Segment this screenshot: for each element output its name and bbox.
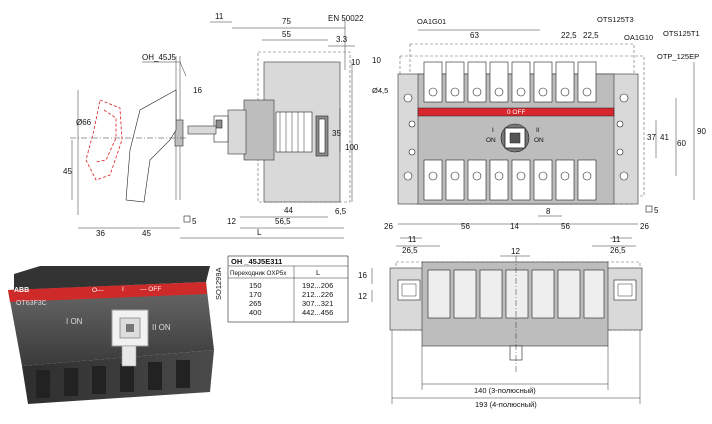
label-on-right: ON <box>534 137 544 144</box>
label-ots125t1: OTS125T1 <box>663 29 700 38</box>
dim-55: 55 <box>282 30 291 39</box>
table-row-3-b: 442...456 <box>302 308 333 317</box>
photo-model: OT63F3C <box>16 300 47 307</box>
dim-box-5: 5 <box>192 217 197 226</box>
dim-45-horizontal: 45 <box>142 229 151 238</box>
dim-35: 35 <box>332 129 341 138</box>
photo-o-label: O— <box>92 287 104 294</box>
photo-brand: ABB <box>14 287 29 294</box>
label-on-left: ON <box>486 137 496 144</box>
table-row-2-a: 265 <box>249 299 262 308</box>
product-photo: ABB OT63F3C O— I — OFF I ON II ON <box>8 266 214 404</box>
handle-side <box>125 89 177 203</box>
label-hole-diameter: Ø4,5 <box>372 86 388 95</box>
dim-45-vertical: 45 <box>63 167 72 176</box>
dim-90: 90 <box>697 127 706 136</box>
dim-10-front: 10 <box>372 56 381 65</box>
label-i-left: I <box>492 127 494 134</box>
table-row-3-a: 400 <box>249 308 262 317</box>
dim-26-5-right: 26,5 <box>610 246 626 255</box>
dim-8: 8 <box>546 207 551 216</box>
terminal-row-top <box>423 61 597 103</box>
photo-i-label: I <box>122 286 124 293</box>
dim-16: 16 <box>193 86 202 95</box>
table-col2-header: L <box>316 268 320 277</box>
bottom-view: 12 16 12 140 (3-полюсный) 193 (4-полюсны… <box>358 247 643 409</box>
red-label-stripe <box>417 107 615 117</box>
table-code: SO1299A <box>214 267 223 300</box>
photo-i-on: I ON <box>66 317 83 326</box>
dim-16-bottom: 16 <box>358 271 367 280</box>
dim-11-top: 11 <box>215 12 224 21</box>
dim-d66: Ø66 <box>76 118 92 127</box>
off-label-front: 0 OFF <box>507 109 525 116</box>
dim-37: 37 <box>647 133 656 142</box>
dim-6-5: 6,5 <box>335 207 347 216</box>
table-row-1-a: 170 <box>249 290 262 299</box>
dim-100: 100 <box>345 143 359 152</box>
label-ots125t3: OTS125T3 <box>597 15 634 24</box>
dim-11-left: 11 <box>408 235 417 244</box>
dim-36: 36 <box>96 229 105 238</box>
dim-56-left: 56 <box>461 222 470 231</box>
dim-75: 75 <box>282 17 291 26</box>
table-row-0-a: 150 <box>249 281 262 290</box>
dim-44: 44 <box>284 206 293 215</box>
label-oa1g10: OA1G10 <box>624 33 653 42</box>
label-otp125ep: OTP_125EP <box>657 52 699 61</box>
table-col1-header: Переходник OXP5x <box>230 270 287 277</box>
dim-56-5: 56,5 <box>275 217 291 226</box>
dim-11-right: 11 <box>612 235 621 244</box>
en-50022-label: EN 50022 <box>328 14 364 23</box>
dim-12: 12 <box>227 217 236 226</box>
label-oa1g01: OA1G01 <box>417 17 446 26</box>
dim-26-right: 26 <box>640 222 649 231</box>
dim-26-left: 26 <box>384 222 393 231</box>
photo-off-label: — OFF <box>140 286 161 293</box>
dim-56-right: 56 <box>561 222 570 231</box>
dim-box-5-front: 5 <box>654 206 659 215</box>
table-title: OH _45J5E311 <box>231 257 282 266</box>
dim-26-5-left: 26,5 <box>402 246 418 255</box>
photo-ii-on: II ON <box>152 323 171 332</box>
side-view: 11 75 EN 50022 55 3.3 10 <box>63 12 364 239</box>
width-193-label: 193 (4-полюсный) <box>475 400 537 409</box>
dim-10: 10 <box>351 58 360 67</box>
dim-22-5-a: 22,5 <box>561 31 577 40</box>
dim-60: 60 <box>677 139 686 148</box>
dim-3-3: 3.3 <box>336 35 348 44</box>
table-row-1-b: 212...226 <box>302 290 333 299</box>
label-ii-right: II <box>536 127 540 134</box>
table-row-0-b: 192...206 <box>302 281 333 290</box>
dim-22-5-b: 22,5 <box>583 31 599 40</box>
table-row-2-b: 307...321 <box>302 299 333 308</box>
terminal-row-bottom <box>423 159 597 201</box>
dim-12-top: 12 <box>511 247 520 256</box>
length-table: SO1299A OH _45J5E311 Переходник OXP5x L … <box>214 255 349 323</box>
dim-63: 63 <box>470 31 479 40</box>
handle-model-label: OH_45J5 <box>142 53 176 62</box>
dim-41: 41 <box>660 133 669 142</box>
dim-12-bottom: 12 <box>358 292 367 301</box>
dim-L: L <box>257 228 262 237</box>
width-140-label: 140 (3-полюсный) <box>474 386 536 395</box>
dim-14: 14 <box>510 222 519 231</box>
front-view: OA1G01 OTS125T3 OTS125T1 OA1G10 OTP_125E… <box>372 15 706 255</box>
